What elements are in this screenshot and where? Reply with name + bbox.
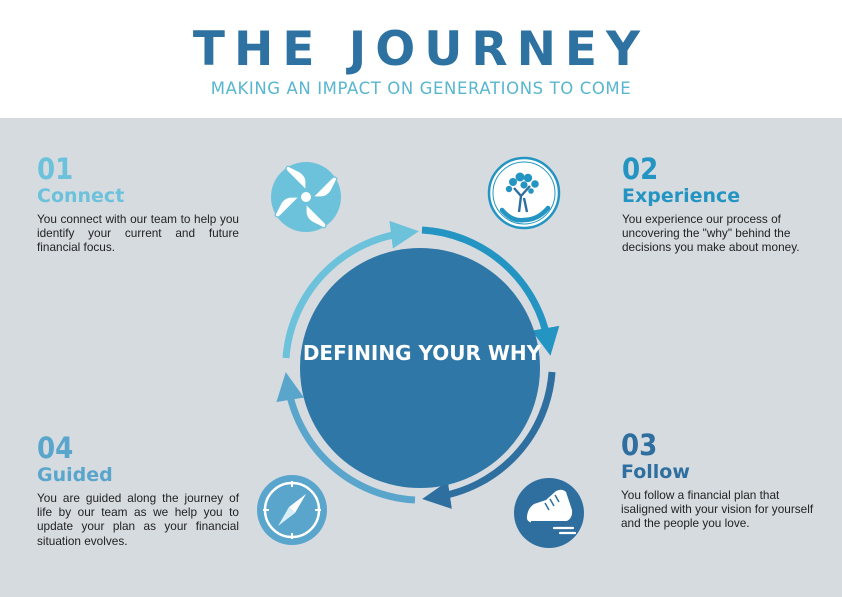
compass-icon [257, 475, 327, 545]
step-description: You experience our process of uncovering… [622, 212, 800, 255]
step-title: Experience [622, 185, 741, 207]
shoe-icon [514, 478, 584, 548]
step-experience: 02 Experience You experience our process… [622, 154, 812, 255]
step-connect: 01 Connect You connect with our team to … [37, 154, 239, 255]
step-description: You are guided along the journey of life… [37, 491, 239, 548]
page-title: THE JOURNEY [192, 22, 650, 77]
center-label: DEFINING YOUR WHY [302, 341, 542, 365]
step-description: You connect with our team to help you id… [37, 212, 239, 255]
step-guided: 04 Guided You are guided along the journ… [37, 433, 239, 548]
step-number: 04 [37, 431, 74, 465]
step-number: 02 [622, 152, 659, 186]
step-number: 01 [37, 152, 74, 186]
hands-icon [271, 162, 341, 232]
arrow-arc-guided [276, 372, 416, 504]
header: THE JOURNEY MAKING AN IMPACT ON GENERATI… [0, 0, 842, 118]
tree-icon [487, 156, 561, 230]
arrow-arc-follow [422, 371, 556, 509]
step-title: Guided [37, 464, 113, 486]
step-description: You follow a financial plan that isalign… [621, 488, 814, 531]
step-number: 03 [621, 428, 658, 462]
page-subtitle: MAKING AN IMPACT ON GENERATIONS TO COME [210, 79, 632, 98]
center-circle [300, 248, 540, 488]
step-title: Connect [37, 185, 125, 207]
step-follow: 03 Follow You follow a financial plan th… [621, 430, 823, 531]
arrow-arc-connect [282, 220, 419, 359]
arrow-arc-experience [421, 226, 560, 356]
step-title: Follow [621, 461, 690, 483]
